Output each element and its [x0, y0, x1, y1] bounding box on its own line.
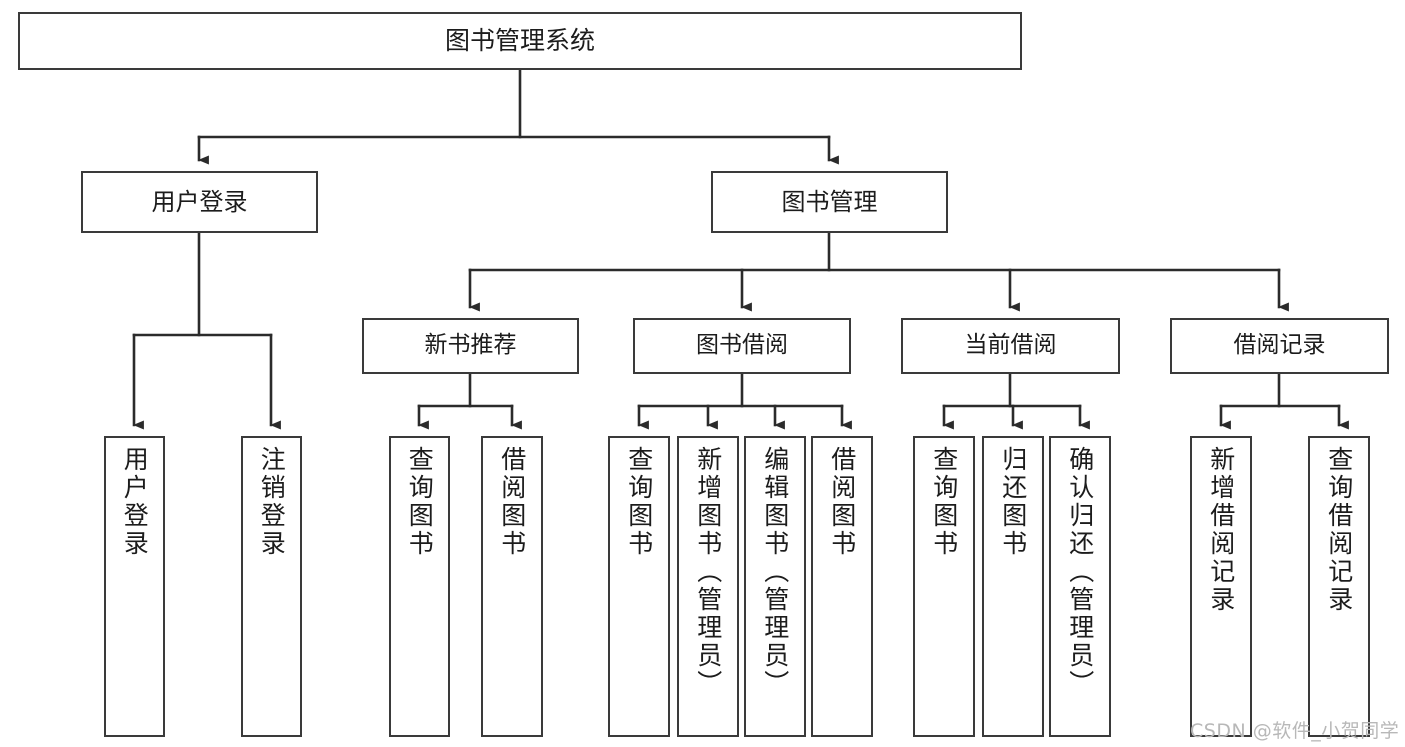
node-root-label: 图书管理系统: [444, 26, 595, 56]
leaf-borrow-book-rec-label: 借阅图书: [497, 446, 527, 558]
leaf-query-book-current[interactable]: 查询图书: [913, 436, 975, 737]
node-borrow-record-label: 借阅记录: [1233, 332, 1326, 359]
leaf-add-book[interactable]: 新增图书（管理员）: [677, 436, 739, 737]
leaf-user-logout[interactable]: 注销登录: [241, 436, 302, 737]
leaf-query-book-current-label: 查询图书: [929, 446, 959, 558]
node-root[interactable]: 图书管理系统: [18, 12, 1022, 70]
leaf-user-logout-label: 注销登录: [257, 446, 287, 558]
leaf-user-login[interactable]: 用户登录: [104, 436, 165, 737]
leaf-query-borrow-record-label: 查询借阅记录: [1324, 446, 1354, 614]
node-current-borrow[interactable]: 当前借阅: [901, 318, 1120, 374]
leaf-edit-book[interactable]: 编辑图书（管理员）: [744, 436, 806, 737]
node-new-book-rec-label: 新书推荐: [424, 332, 517, 359]
leaf-query-book-rec[interactable]: 查询图书: [389, 436, 450, 737]
node-current-borrow-label: 当前借阅: [964, 332, 1057, 359]
leaf-query-book-borrow-label: 查询图书: [624, 446, 654, 558]
leaf-add-borrow-record[interactable]: 新增借阅记录: [1190, 436, 1252, 737]
node-borrow-record[interactable]: 借阅记录: [1170, 318, 1389, 374]
node-book-manage-label: 图书管理: [781, 187, 878, 216]
node-user-login-label: 用户登录: [151, 187, 248, 216]
node-user-login[interactable]: 用户登录: [81, 171, 318, 233]
leaf-return-book-label: 归还图书: [998, 446, 1028, 558]
leaf-user-login-label: 用户登录: [120, 446, 150, 558]
node-book-manage[interactable]: 图书管理: [711, 171, 948, 233]
leaf-add-borrow-record-label: 新增借阅记录: [1206, 446, 1236, 614]
leaf-confirm-return[interactable]: 确认归还（管理员）: [1049, 436, 1111, 737]
leaf-borrow-book[interactable]: 借阅图书: [811, 436, 873, 737]
leaf-add-book-label: 新增图书（管理员）: [693, 446, 723, 698]
leaf-query-book-borrow[interactable]: 查询图书: [608, 436, 670, 737]
leaf-return-book[interactable]: 归还图书: [982, 436, 1044, 737]
leaf-query-borrow-record[interactable]: 查询借阅记录: [1308, 436, 1370, 737]
leaf-confirm-return-label: 确认归还（管理员）: [1065, 446, 1095, 698]
leaf-borrow-book-rec[interactable]: 借阅图书: [481, 436, 543, 737]
node-new-book-rec[interactable]: 新书推荐: [362, 318, 579, 374]
leaf-borrow-book-label: 借阅图书: [827, 446, 857, 558]
leaf-edit-book-label: 编辑图书（管理员）: [760, 446, 790, 698]
leaf-query-book-rec-label: 查询图书: [405, 446, 435, 558]
csdn-watermark: CSDN @软件_小贺同学: [1190, 720, 1400, 742]
node-book-borrow[interactable]: 图书借阅: [633, 318, 851, 374]
node-book-borrow-label: 图书借阅: [696, 332, 788, 359]
